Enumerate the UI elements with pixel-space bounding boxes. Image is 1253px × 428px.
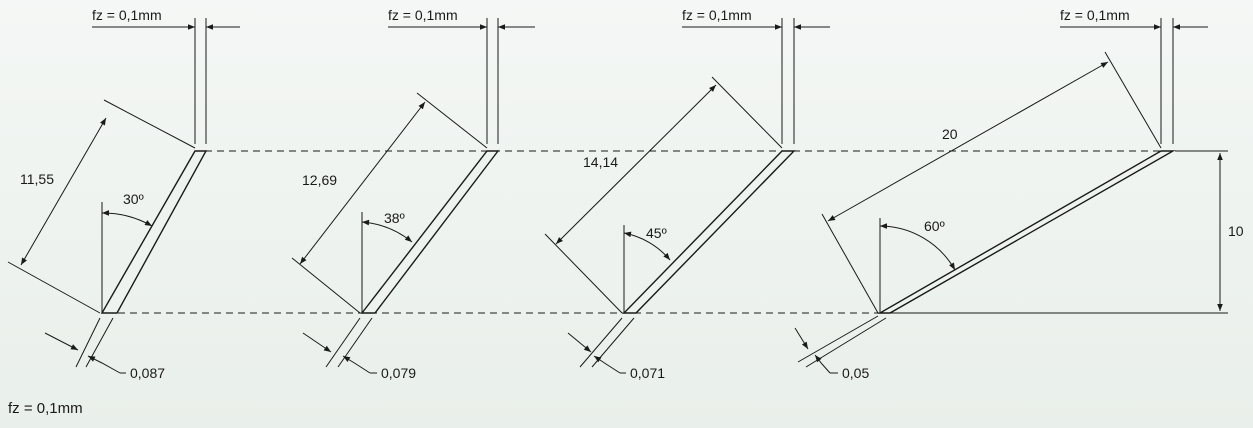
fz-label: fz = 0,1mm xyxy=(1060,7,1130,23)
fz-label: fz = 0,1mm xyxy=(388,7,458,23)
thickness-leader xyxy=(87,355,121,374)
panel-45: fz = 0,1mm 45º 14,14 0,071 xyxy=(544,7,830,381)
panel-60: fz = 0,1mm 60º 20 0,05 xyxy=(794,7,1208,381)
thickness-witness-b xyxy=(591,317,635,368)
thickness-label: 0,071 xyxy=(630,365,665,381)
angle-label: 38º xyxy=(384,210,405,226)
length-label: 12,69 xyxy=(302,172,337,188)
angle-label: 60º xyxy=(924,218,945,234)
thickness-witness-a xyxy=(797,315,879,363)
thickness-witness-b xyxy=(85,317,114,368)
height-label: 10 xyxy=(1228,223,1244,239)
length-witness-bottom xyxy=(544,233,623,314)
length-dimension-line xyxy=(20,117,107,266)
thickness-label: 0,079 xyxy=(381,365,416,381)
thickness-arrow-a xyxy=(302,332,332,353)
thickness-arrow-a xyxy=(794,327,809,350)
length-witness-top xyxy=(416,92,488,149)
fz-label: fz = 0,1mm xyxy=(92,7,162,23)
thickness-witness-a xyxy=(325,317,361,368)
length-witness-top xyxy=(711,76,783,149)
fz-label: fz = 0,1mm xyxy=(682,7,752,23)
thickness-witness-a xyxy=(579,317,623,368)
panel-30: fz = 0,1mm 30º 11,55 0,087 xyxy=(7,7,240,381)
panel-38: fz = 0,1mm 38º 12,69 0,079 xyxy=(291,7,535,381)
footnote-label: fz = 0,1mm xyxy=(8,400,83,417)
thickness-label: 0,05 xyxy=(842,365,869,381)
thickness-leader xyxy=(342,355,371,374)
thickness-witness-a xyxy=(75,317,101,368)
angle-arc xyxy=(101,210,153,227)
length-witness-top xyxy=(1104,51,1162,149)
length-label: 20 xyxy=(942,126,958,142)
length-dimension-line xyxy=(299,101,426,265)
chip-section xyxy=(100,150,208,314)
angle-label: 45º xyxy=(646,225,667,241)
thickness-label: 0,087 xyxy=(130,365,165,381)
thickness-leader xyxy=(593,355,621,374)
length-dimension-line xyxy=(827,61,1109,222)
length-label: 11,55 xyxy=(20,171,54,187)
length-witness-bottom xyxy=(821,213,879,314)
chip-section xyxy=(360,150,500,314)
length-dimension-line xyxy=(555,84,717,245)
angle-arc xyxy=(879,223,956,271)
length-witness-bottom xyxy=(7,261,101,314)
thickness-arrow-a xyxy=(567,332,592,353)
panels-group: fz = 0,1mm 30º 11,55 0,087 xyxy=(7,7,1208,381)
length-label: 14,14 xyxy=(583,154,618,170)
length-witness-top xyxy=(103,99,196,149)
thickness-leader xyxy=(814,354,831,374)
angle-label: 30º xyxy=(123,191,144,207)
thickness-arrow-a xyxy=(44,332,79,351)
length-witness-bottom xyxy=(291,257,361,314)
